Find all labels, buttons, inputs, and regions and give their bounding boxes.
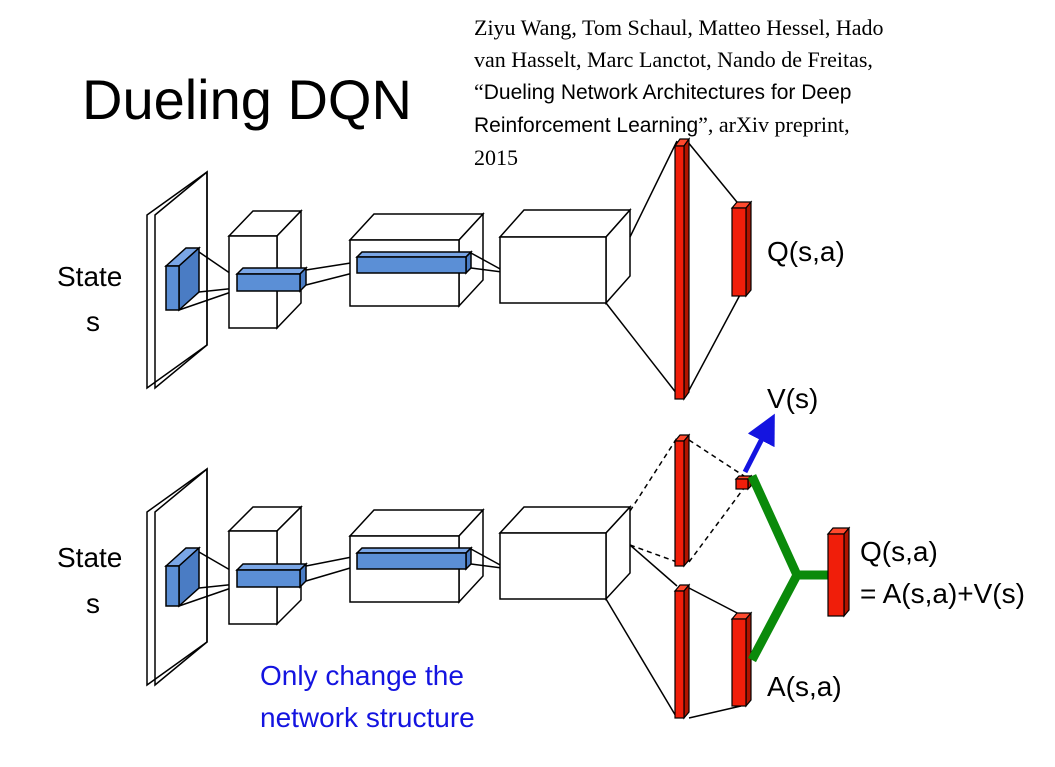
top-fc-layer: [673, 137, 691, 401]
paper-reference: Ziyu Wang, Tom Schaul, Matteo Hessel, Ha…: [474, 12, 1054, 174]
top-conv2-kernel: [355, 250, 473, 275]
reference-open-quote: “: [474, 79, 484, 104]
value-stream-fc-layer: [673, 433, 691, 568]
structure-note-line-2: network structure: [260, 702, 475, 733]
top-q-output-layer: [730, 200, 753, 298]
top-state-symbol: s: [86, 306, 100, 337]
reference-title-line-2: Reinforcement Learning”, arXiv preprint,: [474, 109, 1054, 142]
bottom-conv1-kernel: [235, 562, 308, 589]
reference-venue: ”, arXiv preprint,: [698, 112, 850, 137]
structure-note-line-1: Only change the: [260, 660, 464, 691]
reference-authors-line-1: Ziyu Wang, Tom Schaul, Matteo Hessel, Ha…: [474, 15, 884, 40]
top-q-label: Q(s,a): [767, 236, 845, 267]
top-network: [146, 140, 742, 395]
bottom-state-symbol: s: [86, 588, 100, 619]
structure-note: Only change the network structure: [260, 655, 475, 739]
bottom-conv2-kernel: [355, 546, 473, 571]
bottom-network: [146, 437, 745, 719]
bottom-conv-block-3: [498, 505, 632, 601]
advantage-stream-fc-layer: [673, 583, 691, 720]
top-state-label: State: [57, 261, 123, 292]
bottom-input-kernel: [164, 546, 201, 608]
slide-title: Dueling DQN: [82, 68, 412, 131]
reference-title-part-1: Dueling Network Architectures for Deep: [483, 81, 852, 104]
reference-authors-line-2: van Hasselt, Marc Lanctot, Nando de Frei…: [474, 47, 873, 72]
reference-title-line-1: “Dueling Network Architectures for Deep: [474, 76, 1054, 109]
top-input-kernel: [164, 246, 201, 312]
value-label: V(s): [767, 383, 819, 414]
bottom-state-label: State: [57, 542, 123, 573]
top-conv1-kernel: [235, 266, 308, 293]
advantage-label: A(s,a): [767, 671, 842, 702]
value-arrow: [742, 413, 775, 474]
reference-year: 2015: [474, 145, 518, 170]
reference-title-part-2: Reinforcement Learning: [474, 114, 699, 137]
final-q-label: Q(s,a): [860, 536, 938, 567]
final-q-output-layer: [826, 526, 851, 618]
aggregation-connector: [747, 474, 830, 663]
final-q-equation: = A(s,a)+V(s): [860, 578, 1025, 609]
top-conv-block-3: [498, 208, 632, 305]
advantage-output-layer: [730, 611, 753, 708]
